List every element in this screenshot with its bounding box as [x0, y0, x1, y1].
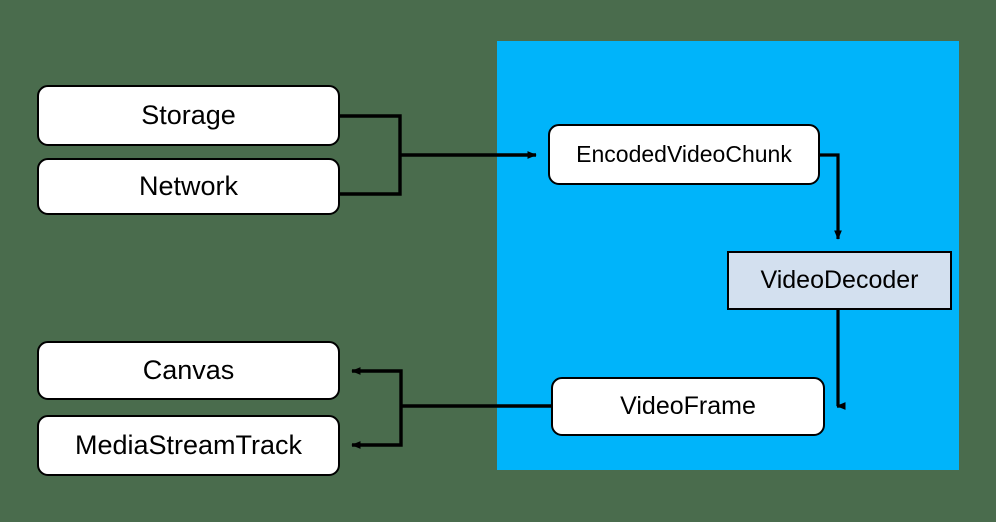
node-video-decoder-label: VideoDecoder [760, 266, 919, 294]
node-network[interactable]: Network [37, 158, 340, 215]
node-media-stream-track[interactable]: MediaStreamTrack [37, 415, 340, 476]
node-video-frame[interactable]: VideoFrame [551, 377, 825, 436]
node-storage[interactable]: Storage [37, 85, 340, 146]
node-video-frame-label: VideoFrame [620, 392, 756, 420]
node-canvas[interactable]: Canvas [37, 341, 340, 400]
node-canvas-label: Canvas [142, 355, 235, 385]
node-media-stream-track-label: MediaStreamTrack [74, 430, 303, 460]
node-storage-label: Storage [141, 100, 236, 130]
node-encoded-video-chunk-label: EncodedVideoChunk [576, 141, 792, 167]
node-encoded-video-chunk[interactable]: EncodedVideoChunk [548, 124, 820, 185]
node-video-decoder[interactable]: VideoDecoder [727, 251, 952, 310]
node-network-label: Network [138, 171, 239, 201]
